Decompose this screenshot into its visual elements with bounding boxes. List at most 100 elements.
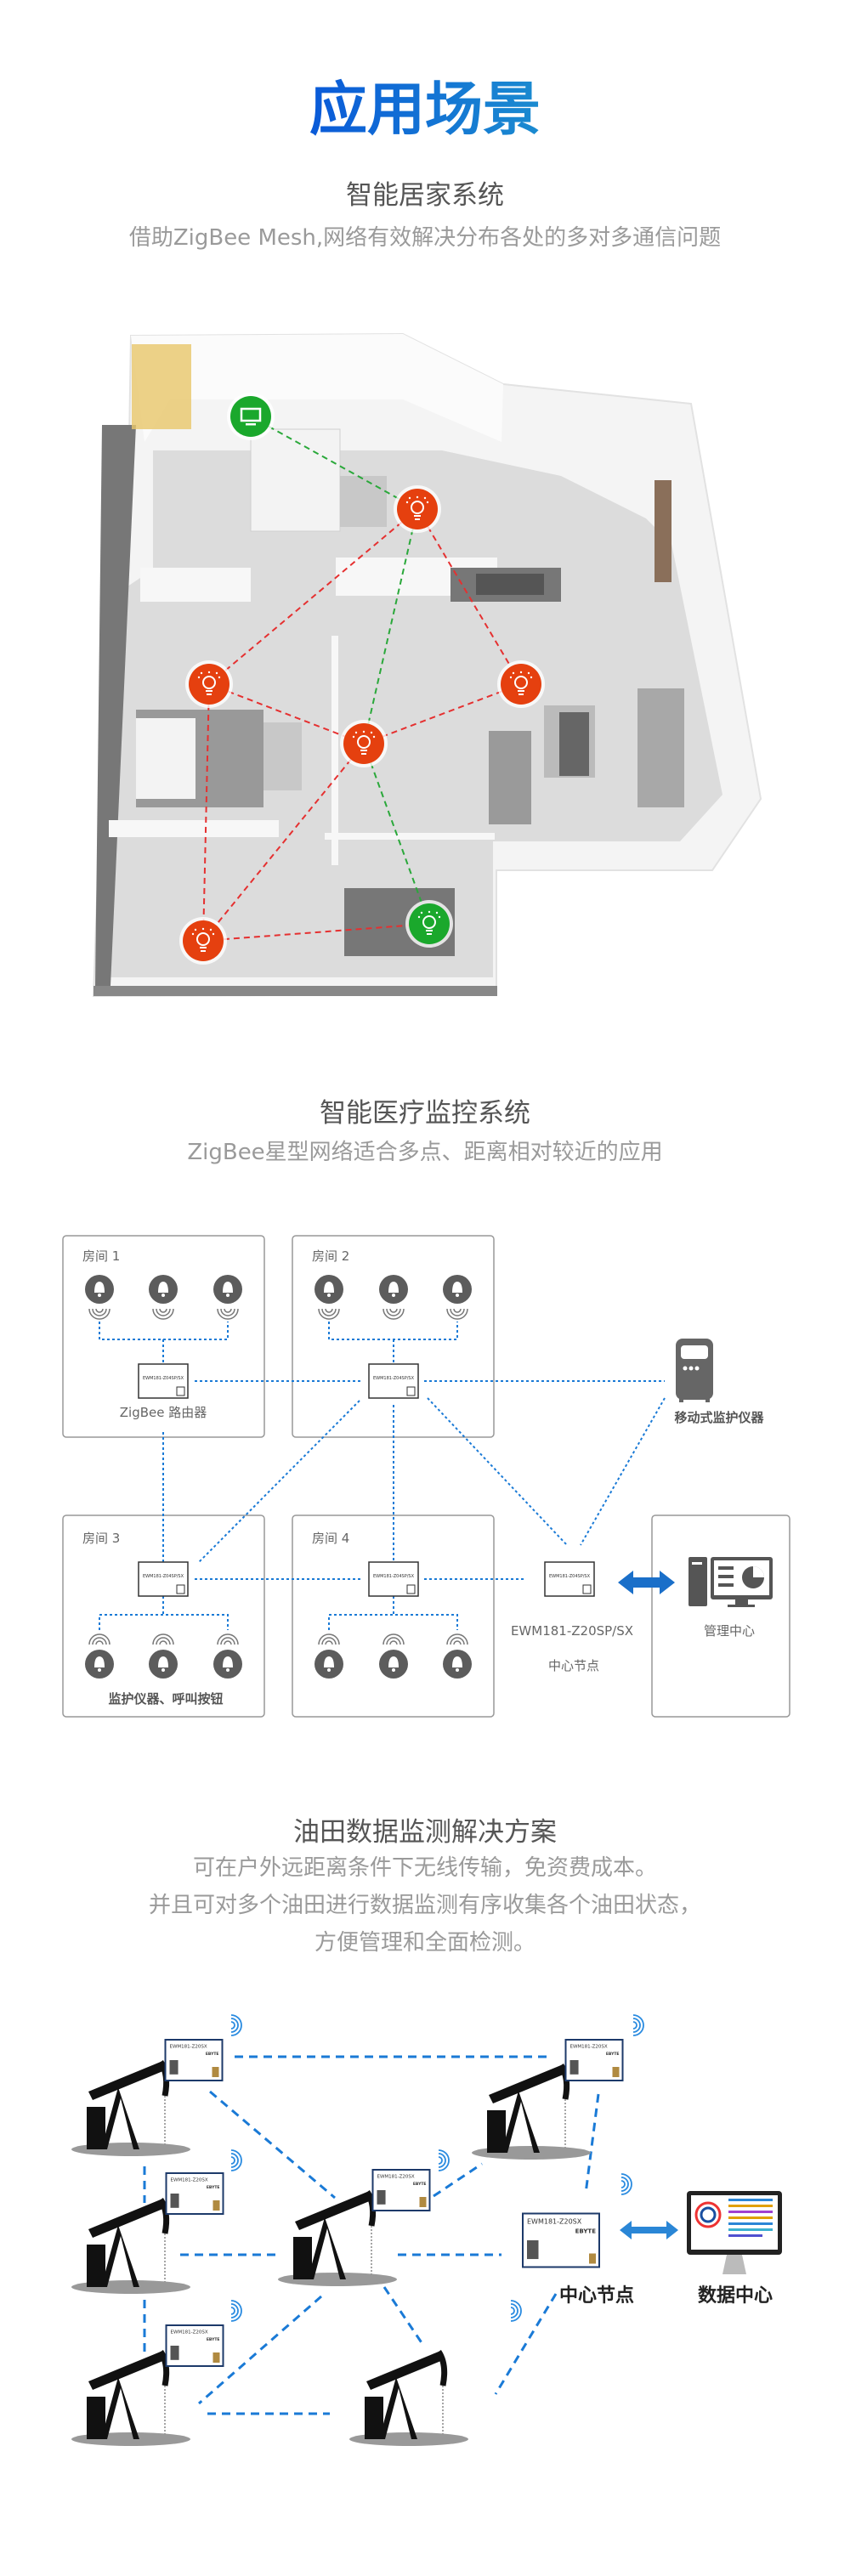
devices-label: 监护仪器、呼叫按钮 — [108, 1691, 223, 1707]
wireless-signal-icon — [438, 2149, 450, 2171]
smart-home-subtitle: 借助ZigBee Mesh,网络有效解决分布各处的多对多通信问题 — [129, 225, 721, 251]
call-bell-icon — [149, 1650, 178, 1679]
door — [654, 480, 672, 582]
call-bell-icon — [443, 1275, 472, 1304]
link-top-right — [416, 508, 522, 685]
module-model: EWM181-Z20SX — [171, 2178, 208, 2183]
coffee-table — [559, 712, 589, 776]
module-brand: EBYTE — [575, 2228, 597, 2235]
module-model: EWM181-Z20SX — [527, 2218, 582, 2226]
center-node-model: EWM181-Z20SP/SX — [511, 1623, 633, 1639]
wireless-signal-icon — [217, 1308, 239, 1320]
management-box — [651, 1514, 790, 1718]
wireless-signal-icon — [382, 1308, 405, 1320]
call-bell-icon — [379, 1275, 408, 1304]
module-label: EWM181-Z04SP/SX — [373, 1574, 415, 1579]
call-bell-icon — [213, 1650, 242, 1679]
router-label: ZigBee 路由器 — [120, 1405, 207, 1420]
zigbee-module: EWM181-Z20SX EBYTE — [165, 2172, 224, 2215]
node-tv-tv-icon — [227, 393, 275, 440]
call-bell-icon — [213, 1275, 242, 1304]
link-center-dining — [363, 743, 430, 925]
mobile-monitor-icon — [676, 1339, 713, 1402]
link-right-center — [363, 683, 522, 744]
module-model: EWM181-Z20SX — [170, 2045, 207, 2050]
smart-home-nodes — [179, 393, 545, 965]
wireless-signal-icon — [632, 2014, 644, 2036]
wireless-signal-icon — [152, 1633, 174, 1645]
wireless-signal-icon — [318, 1633, 340, 1645]
management-center-label: 管理中心 — [704, 1623, 755, 1639]
zigbee-module: EWM181-Z04SP/SX — [368, 1561, 419, 1597]
wireless-signal-icon — [230, 2149, 242, 2171]
module-model: EWM181-Z20SX — [171, 2330, 208, 2335]
medical-rooms — [62, 1235, 790, 1718]
call-bell-icon — [443, 1650, 472, 1679]
room-3-label: 房间 3 — [82, 1531, 120, 1546]
medical-links — [99, 1322, 666, 1630]
bidirectional-arrow-icon — [620, 2221, 678, 2239]
wireless-signal-icon — [318, 1308, 340, 1320]
module-label: EWM181-Z04SP/SX — [143, 1574, 184, 1579]
call-bell-icon — [314, 1275, 343, 1304]
wireless-signal-icon — [510, 2300, 522, 2322]
module-label: EWM181-Z04SP/SX — [549, 1574, 591, 1579]
curtain — [132, 344, 191, 429]
wireless-signal-icon — [230, 2300, 242, 2322]
oilfield-line-2: 并且可对多个油田进行数据监测有序收集各个油田状态， — [149, 1893, 701, 1918]
module-brand: EBYTE — [207, 2185, 220, 2190]
module-label: EWM181-Z04SP/SX — [373, 1376, 415, 1381]
module-brand: EBYTE — [413, 2182, 427, 2187]
node-center-bulb-icon — [340, 720, 388, 767]
module-model: EWM181-Z20SX — [570, 2045, 608, 2050]
sofa-2 — [638, 688, 684, 807]
node-bottom-left-bulb-icon — [179, 917, 227, 965]
oilfield-line-3: 方便管理和全面检测。 — [314, 1930, 536, 1956]
zigbee-module: EWM181-Z04SP/SX — [368, 1363, 419, 1399]
data-center-monitor-icon — [687, 2191, 782, 2274]
zigbee-module: EWM181-Z20SX EBYTE — [564, 2039, 624, 2081]
call-bell-icon — [379, 1650, 408, 1679]
bed — [250, 428, 341, 532]
smart-home-heading: 智能居家系统 — [346, 180, 504, 211]
floor-plan-illustration — [92, 332, 762, 998]
oilfield-heading: 油田数据监测解决方案 — [293, 1817, 557, 1848]
link-top-left — [208, 508, 418, 685]
wireless-signal-icon — [446, 1633, 468, 1645]
zigbee-module: EWM181-Z20SX EBYTE — [371, 2169, 431, 2211]
link-center-bottom-left — [202, 743, 365, 942]
center-node-label: 中心节点 — [548, 1658, 599, 1673]
link-bottom-left-dining — [202, 923, 430, 942]
module-brand: EBYTE — [206, 2052, 219, 2057]
call-bell-icon — [85, 1275, 114, 1304]
zigbee-module: EWM181-Z04SP/SX — [138, 1561, 189, 1597]
room-4-label: 房间 4 — [312, 1531, 349, 1546]
medical-devices: EWM181-Z04SP/SX EWM181-Z04SP/SX EWM181-Z04… — [85, 1275, 595, 1679]
wireless-signal-icon — [88, 1308, 110, 1320]
node-right-bulb-icon — [497, 660, 545, 708]
wireless-signal-icon — [620, 2173, 632, 2195]
module-brand: EBYTE — [606, 2052, 620, 2057]
zigbee-module: EWM181-Z04SP/SX — [544, 1561, 595, 1597]
oilfield-devices: EWM181-Z20SX EBYTE EWM181-Z20SX EBYTE EWM181… — [71, 2014, 644, 2446]
zigbee-module: EWM181-Z04SP/SX — [138, 1363, 189, 1399]
module-model: EWM181-Z20SX — [377, 2175, 415, 2180]
call-bell-icon — [85, 1650, 114, 1679]
zigbee-module: EWM181-Z20SX EBYTE — [522, 2212, 600, 2268]
wireless-signal-icon — [446, 1308, 468, 1320]
data-center-label: 数据中心 — [698, 2284, 773, 2307]
link-tv-top — [250, 416, 418, 510]
call-bell-icon — [149, 1275, 178, 1304]
pumpjack-icon — [278, 2190, 397, 2286]
page-title: 应用场景 — [309, 76, 541, 144]
oilfield-line-1: 可在户外远距离条件下无线传输，免资费成本。 — [193, 1855, 657, 1881]
medical-heading: 智能医疗监控系统 — [320, 1098, 530, 1129]
oilfield-links — [143, 2055, 600, 2415]
wireless-signal-icon — [230, 2014, 242, 2036]
wireless-signal-icon — [152, 1308, 174, 1320]
pumpjack-icon — [71, 2350, 190, 2446]
link-left-center — [208, 683, 365, 744]
zigbee-module: EWM181-Z20SX EBYTE — [164, 2039, 224, 2081]
